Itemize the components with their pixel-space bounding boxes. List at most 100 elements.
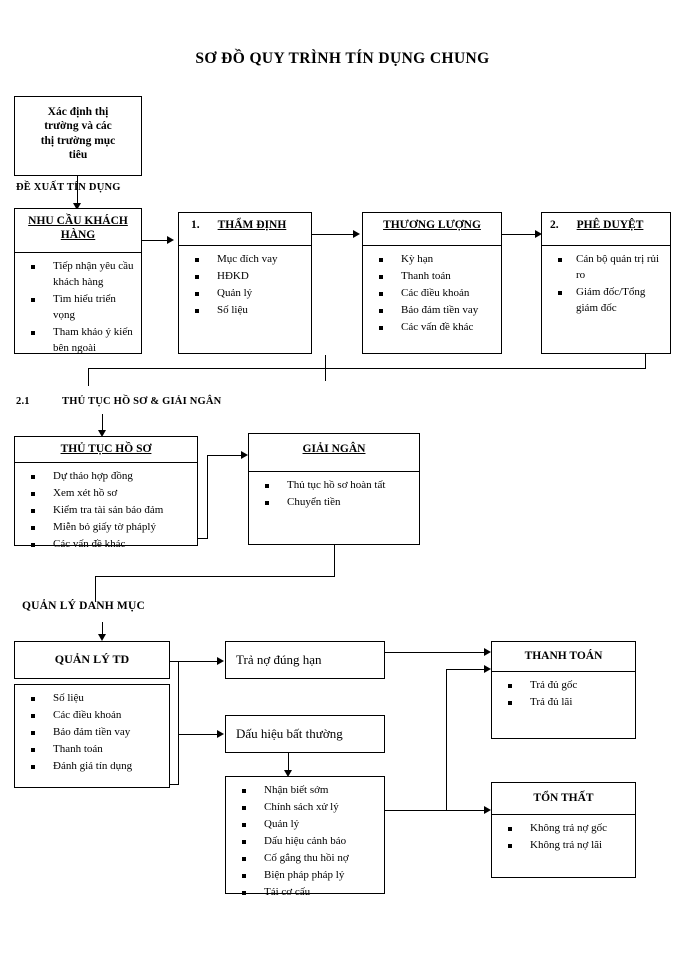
list-item: Tiếp nhận yêu cầu khách hàng bbox=[27, 259, 137, 291]
arrowhead-to-on-time bbox=[217, 657, 224, 665]
on-time-label: Trả nợ đúng hạn bbox=[236, 652, 322, 667]
box-negotiation[interactable]: THƯƠNG LƯỢNG Kỳ hạn Thanh toán Các điều … bbox=[362, 212, 502, 354]
list-item: Cán bộ quản trị rủi ro bbox=[554, 252, 666, 284]
market-line-1: Xác định thị bbox=[47, 106, 109, 118]
box-approval[interactable]: 2. PHÊ DUYỆT Cán bộ quản trị rủi ro Giám… bbox=[541, 212, 671, 354]
list-item: Kỳ hạn bbox=[375, 252, 497, 268]
disbursement-title: GIẢI NGÂN bbox=[302, 443, 366, 455]
arrowhead-appraisal-to-negotiation bbox=[353, 230, 360, 238]
box-on-time-repayment[interactable]: Trả nợ đúng hạn bbox=[225, 641, 385, 679]
list-item: Thủ tục hồ sơ hoàn tất bbox=[261, 478, 415, 494]
customer-need-list: Tiếp nhận yêu cầu khách hàng Tìm hiểu tr… bbox=[15, 253, 141, 362]
list-item: Thanh toán bbox=[375, 269, 497, 285]
loss-title: TỔN THẤT bbox=[533, 792, 594, 804]
loss-list: Không trả nợ gốc Không trả nợ lãi bbox=[492, 815, 635, 859]
negotiation-list: Kỳ hạn Thanh toán Các điều khoản Bảo đảm… bbox=[363, 246, 501, 341]
arrowhead-to-abnormal bbox=[217, 730, 224, 738]
negotiation-title: THƯƠNG LƯỢNG bbox=[383, 219, 481, 231]
connector-credit-trunk bbox=[178, 661, 179, 785]
box-loss[interactable]: TỔN THẤT Không trả nợ gốc Không trả nợ l… bbox=[491, 782, 636, 878]
list-item: Trả đủ gốc bbox=[504, 678, 631, 694]
connector-need-to-appraisal bbox=[142, 240, 168, 241]
connector-on-time-to-payment bbox=[385, 652, 485, 653]
box-problem-handling[interactable]: Nhận biết sớm Chính sách xử lý Quản lý D… bbox=[225, 776, 385, 898]
connector-bus-down-left bbox=[88, 368, 89, 386]
list-item: Chuyển tiền bbox=[261, 495, 415, 511]
connector-abnormal-down bbox=[288, 753, 289, 772]
connector-disbursement-bus bbox=[95, 576, 335, 577]
approval-index: 2. bbox=[550, 219, 559, 231]
box-market-definition[interactable]: Xác định thị trường và các thị trường mụ… bbox=[14, 96, 142, 176]
box-payment[interactable]: THANH TOÁN Trả đủ gốc Trả đủ lãi bbox=[491, 641, 636, 739]
arrowhead-need-to-appraisal bbox=[167, 236, 174, 244]
approval-title: PHÊ DUYỆT bbox=[576, 219, 644, 231]
box-abnormal-signs[interactable]: Dấu hiệu bất thường bbox=[225, 715, 385, 753]
connector-to-credit-mgmt bbox=[102, 622, 103, 638]
list-item: Biện pháp pháp lý bbox=[238, 868, 380, 884]
box-credit-management-items[interactable]: Số liệu Các điều khoản Bảo đảm tiền vay … bbox=[14, 684, 170, 788]
box-credit-management-title[interactable]: QUẢN LÝ TD bbox=[14, 641, 170, 679]
arrowhead-market-to-need bbox=[73, 203, 81, 210]
appraisal-index: 1. bbox=[191, 219, 200, 231]
list-item: Quản lý bbox=[238, 817, 380, 833]
arrowhead-to-documents bbox=[98, 430, 106, 437]
box-documents[interactable]: THỦ TỤC HỒ SƠ Dự thảo hợp đồng Xem xét h… bbox=[14, 436, 198, 550]
payment-list: Trả đủ gốc Trả đủ lãi bbox=[492, 672, 635, 716]
connector-credit-top-out bbox=[170, 661, 179, 662]
connector-negotiation-to-approval bbox=[502, 234, 536, 235]
arrowhead-on-time-to-payment bbox=[484, 648, 491, 656]
arrowhead-abnormal-down bbox=[284, 770, 292, 777]
list-item: Trả đủ lãi bbox=[504, 695, 631, 711]
list-item: Tái cơ cấu bbox=[238, 885, 380, 901]
connector-to-on-time bbox=[178, 661, 218, 662]
connector-to-abnormal bbox=[178, 734, 218, 735]
appraisal-title: THẨM ĐỊNH bbox=[217, 219, 287, 231]
section-label-proposal: ĐỀ XUẤT TÍN DỤNG bbox=[16, 182, 121, 193]
market-line-3: thị trường mục bbox=[40, 134, 116, 147]
list-item: Thanh toán bbox=[27, 742, 165, 758]
box-disbursement[interactable]: GIẢI NGÂN Thủ tục hồ sơ hoàn tất Chuyển … bbox=[248, 433, 420, 545]
documentation-index: 2.1 bbox=[16, 396, 30, 407]
arrowhead-handling-to-payment bbox=[484, 665, 491, 673]
arrowhead-negotiation-to-approval bbox=[535, 230, 542, 238]
list-item: Số liệu bbox=[191, 303, 307, 319]
connector-handling-riser bbox=[446, 669, 447, 811]
credit-mgmt-list: Số liệu Các điều khoản Bảo đảm tiền vay … bbox=[15, 685, 169, 780]
list-item: Bảo đảm tiền vay bbox=[27, 725, 165, 741]
documents-list: Dự thảo hợp đồng Xem xét hồ sơ Kiểm tra … bbox=[15, 463, 197, 558]
documentation-text: THỦ TỤC HỒ SƠ & GIẢI NGÂN bbox=[62, 396, 222, 407]
list-item: HĐKD bbox=[191, 269, 307, 285]
list-item: Dấu hiệu cảnh báo bbox=[238, 834, 380, 850]
list-item: Các điều khoản bbox=[27, 708, 165, 724]
connector-documents-riser bbox=[207, 455, 208, 539]
connector-credit-bottom-out bbox=[170, 784, 179, 785]
list-item: Dự thảo hợp đồng bbox=[27, 469, 193, 485]
list-item: Các vấn đề khác bbox=[375, 320, 497, 336]
handling-list: Nhận biết sớm Chính sách xử lý Quản lý D… bbox=[226, 777, 384, 906]
connector-to-documents bbox=[102, 414, 103, 432]
arrowhead-to-credit-mgmt bbox=[98, 634, 106, 641]
connector-disbursement-down bbox=[334, 545, 335, 576]
payment-title: THANH TOÁN bbox=[524, 650, 603, 662]
connector-bus-tick bbox=[325, 355, 326, 381]
disbursement-list: Thủ tục hồ sơ hoàn tất Chuyển tiền bbox=[249, 472, 419, 516]
list-item: Kiểm tra tài sản bảo đảm bbox=[27, 503, 193, 519]
connector-row1-bus bbox=[88, 368, 646, 369]
connector-handling-out bbox=[385, 810, 447, 811]
market-line-2: trường và các bbox=[44, 120, 112, 133]
list-item: Bảo đảm tiền vay bbox=[375, 303, 497, 319]
documents-title: THỦ TỤC HỒ SƠ bbox=[60, 443, 152, 455]
arrowhead-to-disbursement bbox=[241, 451, 248, 459]
connector-bus-to-portfolio bbox=[95, 576, 96, 602]
list-item: Các vấn đề khác bbox=[27, 537, 193, 553]
credit-mgmt-title: QUẢN LÝ TD bbox=[54, 652, 130, 666]
connector-documents-to-disbursement bbox=[207, 455, 242, 456]
list-item: Mục đích vay bbox=[191, 252, 307, 268]
box-customer-need[interactable]: NHU CẦU KHÁCH HÀNG Tiếp nhận yêu cầu khá… bbox=[14, 208, 142, 354]
section-label-portfolio: QUẢN LÝ DANH MỤC bbox=[22, 600, 145, 612]
connector-documents-out bbox=[198, 538, 208, 539]
section-label-documentation: 2.1 THỦ TỤC HỒ SƠ & GIẢI NGÂN bbox=[16, 396, 221, 407]
box-appraisal[interactable]: 1. THẨM ĐỊNH Mục đích vay HĐKD Quản lý S… bbox=[178, 212, 312, 354]
list-item: Cố gắng thu hồi nợ bbox=[238, 851, 380, 867]
customer-need-title: NHU CẦU KHÁCH HÀNG bbox=[28, 215, 128, 242]
